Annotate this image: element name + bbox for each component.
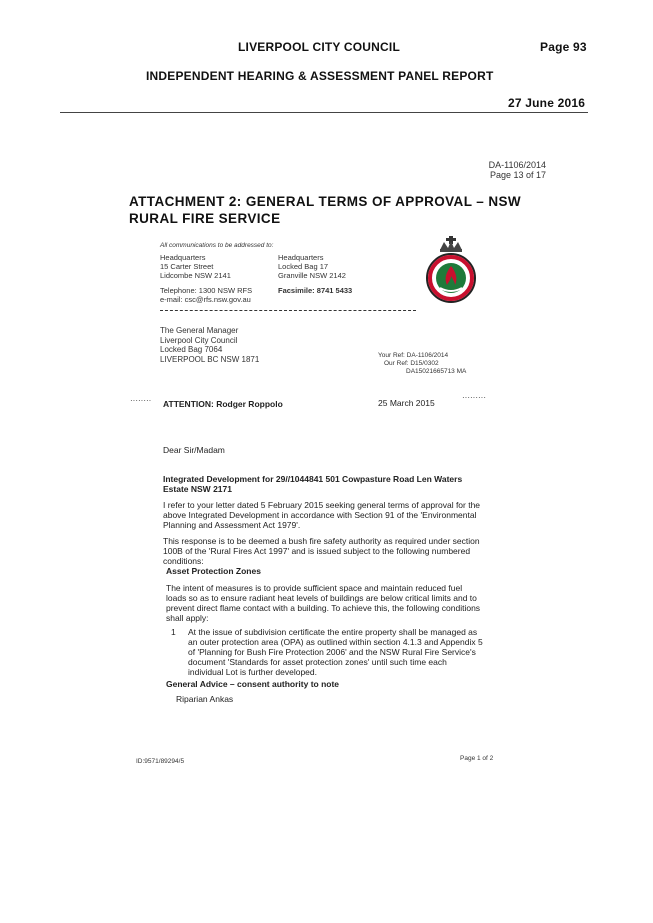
recipient-line: Locked Bag 7064 bbox=[160, 345, 223, 354]
contact-details: Telephone: 1300 NSW RFS e-mail: csc@rfs.… bbox=[160, 286, 252, 304]
internal-ref: DA15021665713 MA bbox=[406, 368, 467, 375]
subject-line1: Integrated Development for 29//1044841 5… bbox=[163, 474, 463, 484]
page-number: Page 93 bbox=[540, 40, 587, 54]
attachment-title-line2: RURAL FIRE SERVICE bbox=[129, 211, 281, 226]
page-of: Page 13 of 17 bbox=[489, 170, 546, 180]
report-date: 27 June 2016 bbox=[508, 96, 586, 110]
header-divider bbox=[60, 112, 588, 113]
condition-line: At the issue of subdivision certificate … bbox=[188, 627, 478, 637]
facsimile: Facsimile: 8741 5433 bbox=[278, 286, 353, 295]
dotted-leader-right: ········· bbox=[462, 393, 486, 402]
para-line: The intent of measures is to provide suf… bbox=[166, 583, 463, 593]
hq2-line: Granville NSW 2142 bbox=[278, 271, 346, 280]
paragraph-request: I refer to your letter dated 5 February … bbox=[163, 500, 480, 530]
signatory-name: Riparian Ankas bbox=[176, 694, 234, 704]
condition-line: document 'Standards for asset protection… bbox=[188, 657, 447, 667]
recipient-line: The General Manager bbox=[160, 326, 239, 335]
letter-refs: Your Ref: DA-1106/2014 Our Ref: D15/0302… bbox=[378, 352, 466, 376]
hq-address-postal: Headquarters Locked Bag 17 Granville NSW… bbox=[278, 253, 346, 280]
para-line: loads so as to ensure radiant heat level… bbox=[166, 593, 477, 603]
condition-line: an outer protection area (OPA) as outlin… bbox=[188, 637, 483, 647]
hq-address-street: Headquarters 15 Carter Street Lidcombe N… bbox=[160, 253, 231, 280]
asset-protection-heading: Asset Protection Zones bbox=[166, 566, 261, 576]
salutation: Dear Sir/Madam bbox=[163, 445, 225, 455]
paragraph-intent: The intent of measures is to provide suf… bbox=[166, 583, 480, 623]
para-line: above Integrated Development in accordan… bbox=[163, 510, 477, 520]
attachment-title-line1: ATTACHMENT 2: GENERAL TERMS OF APPROVAL … bbox=[129, 194, 522, 209]
your-ref: Your Ref: DA-1106/2014 bbox=[378, 352, 449, 359]
crown-icon bbox=[440, 236, 462, 252]
attention-line: ATTENTION: Rodger Roppolo bbox=[163, 399, 283, 409]
letter-subject: Integrated Development for 29//1044841 5… bbox=[163, 474, 462, 494]
recipient-line: LIVERPOOL BC NSW 1871 bbox=[160, 354, 260, 364]
general-advice-heading: General Advice – consent authority to no… bbox=[166, 679, 340, 689]
condition-number: 1 bbox=[171, 627, 176, 637]
dotted-leader-left: ········ bbox=[130, 396, 152, 405]
report-title: INDEPENDENT HEARING & ASSESSMENT PANEL R… bbox=[146, 69, 494, 83]
para-line: shall apply: bbox=[166, 613, 209, 623]
subject-line2: Estate NSW 2171 bbox=[163, 484, 232, 494]
recipient-address: The General Manager Liverpool City Counc… bbox=[160, 326, 259, 364]
footer-id: ID:9571/89294/5 bbox=[136, 758, 185, 765]
address-note: All communications to be addressed to: bbox=[160, 242, 274, 249]
para-line: prevent direct flame contact with a buil… bbox=[166, 603, 481, 613]
letter-date: 25 March 2015 bbox=[378, 398, 435, 408]
letterhead-divider bbox=[160, 310, 416, 311]
recipient-line: Liverpool City Council bbox=[160, 335, 238, 345]
para-line: Planning and Assessment Act 1979'. bbox=[163, 520, 301, 530]
telephone: Telephone: 1300 NSW RFS bbox=[160, 286, 253, 295]
condition-line: individual Lot is further developed. bbox=[188, 667, 317, 677]
paragraph-authority: This response is to be deemed a bush fir… bbox=[163, 536, 480, 566]
hq2-line: Locked Bag 17 bbox=[278, 262, 329, 271]
hq1-line: Lidcombe NSW 2141 bbox=[160, 271, 231, 280]
council-name: LIVERPOOL CITY COUNCIL bbox=[238, 40, 400, 54]
condition-line: of 'Planning for Bush Fire Protection 20… bbox=[188, 647, 476, 657]
para-line: I refer to your letter dated 5 February … bbox=[163, 500, 481, 510]
para-line: This response is to be deemed a bush fir… bbox=[163, 536, 480, 546]
hq1-line: Headquarters bbox=[160, 253, 206, 262]
hq2-line: Headquarters bbox=[278, 253, 324, 262]
footer-page: Page 1 of 2 bbox=[460, 755, 494, 762]
email: e-mail: csc@rfs.nsw.gov.au bbox=[160, 295, 251, 304]
para-line: conditions: bbox=[163, 556, 204, 566]
rfs-crest-logo bbox=[426, 236, 476, 303]
condition-text: At the issue of subdivision certificate … bbox=[188, 627, 483, 677]
hq1-line: 15 Carter Street bbox=[160, 262, 214, 271]
da-number: DA-1106/2014 bbox=[488, 160, 546, 170]
our-ref: Our Ref: D15/0302 bbox=[384, 360, 439, 367]
attachment-title: ATTACHMENT 2: GENERAL TERMS OF APPROVAL … bbox=[129, 193, 521, 227]
doc-ref: DA-1106/2014 Page 13 of 17 bbox=[486, 160, 546, 180]
para-line: 100B of the 'Rural Fires Act 1997' and i… bbox=[163, 546, 471, 556]
